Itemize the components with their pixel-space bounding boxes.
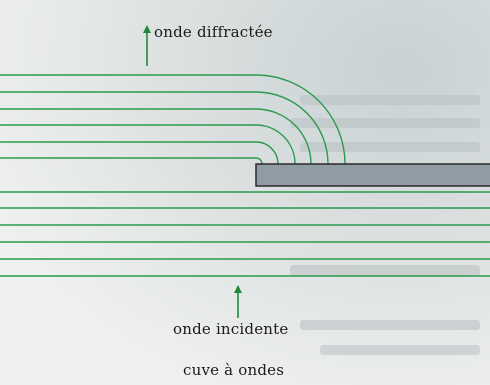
background-ghost-text xyxy=(290,95,480,355)
diffracted-arrow-icon xyxy=(143,25,151,66)
obstacle-barrier xyxy=(255,163,490,187)
diffracted-wavefront-5 xyxy=(0,91,329,165)
incident-wavefronts xyxy=(0,191,490,277)
diffracted-wave-label: onde diffractée xyxy=(154,23,273,41)
diffracted-wavefronts xyxy=(0,74,346,165)
diffracted-wavefront-2 xyxy=(0,141,279,165)
diffracted-wavefront-6 xyxy=(0,74,346,165)
diffracted-wavefront-4 xyxy=(0,108,312,165)
incident-wave-label: onde incidente xyxy=(173,320,289,338)
caption-label: cuve à ondes xyxy=(183,361,285,379)
diffracted-wavefront-3 xyxy=(0,124,296,165)
incident-arrow-icon xyxy=(234,285,242,318)
